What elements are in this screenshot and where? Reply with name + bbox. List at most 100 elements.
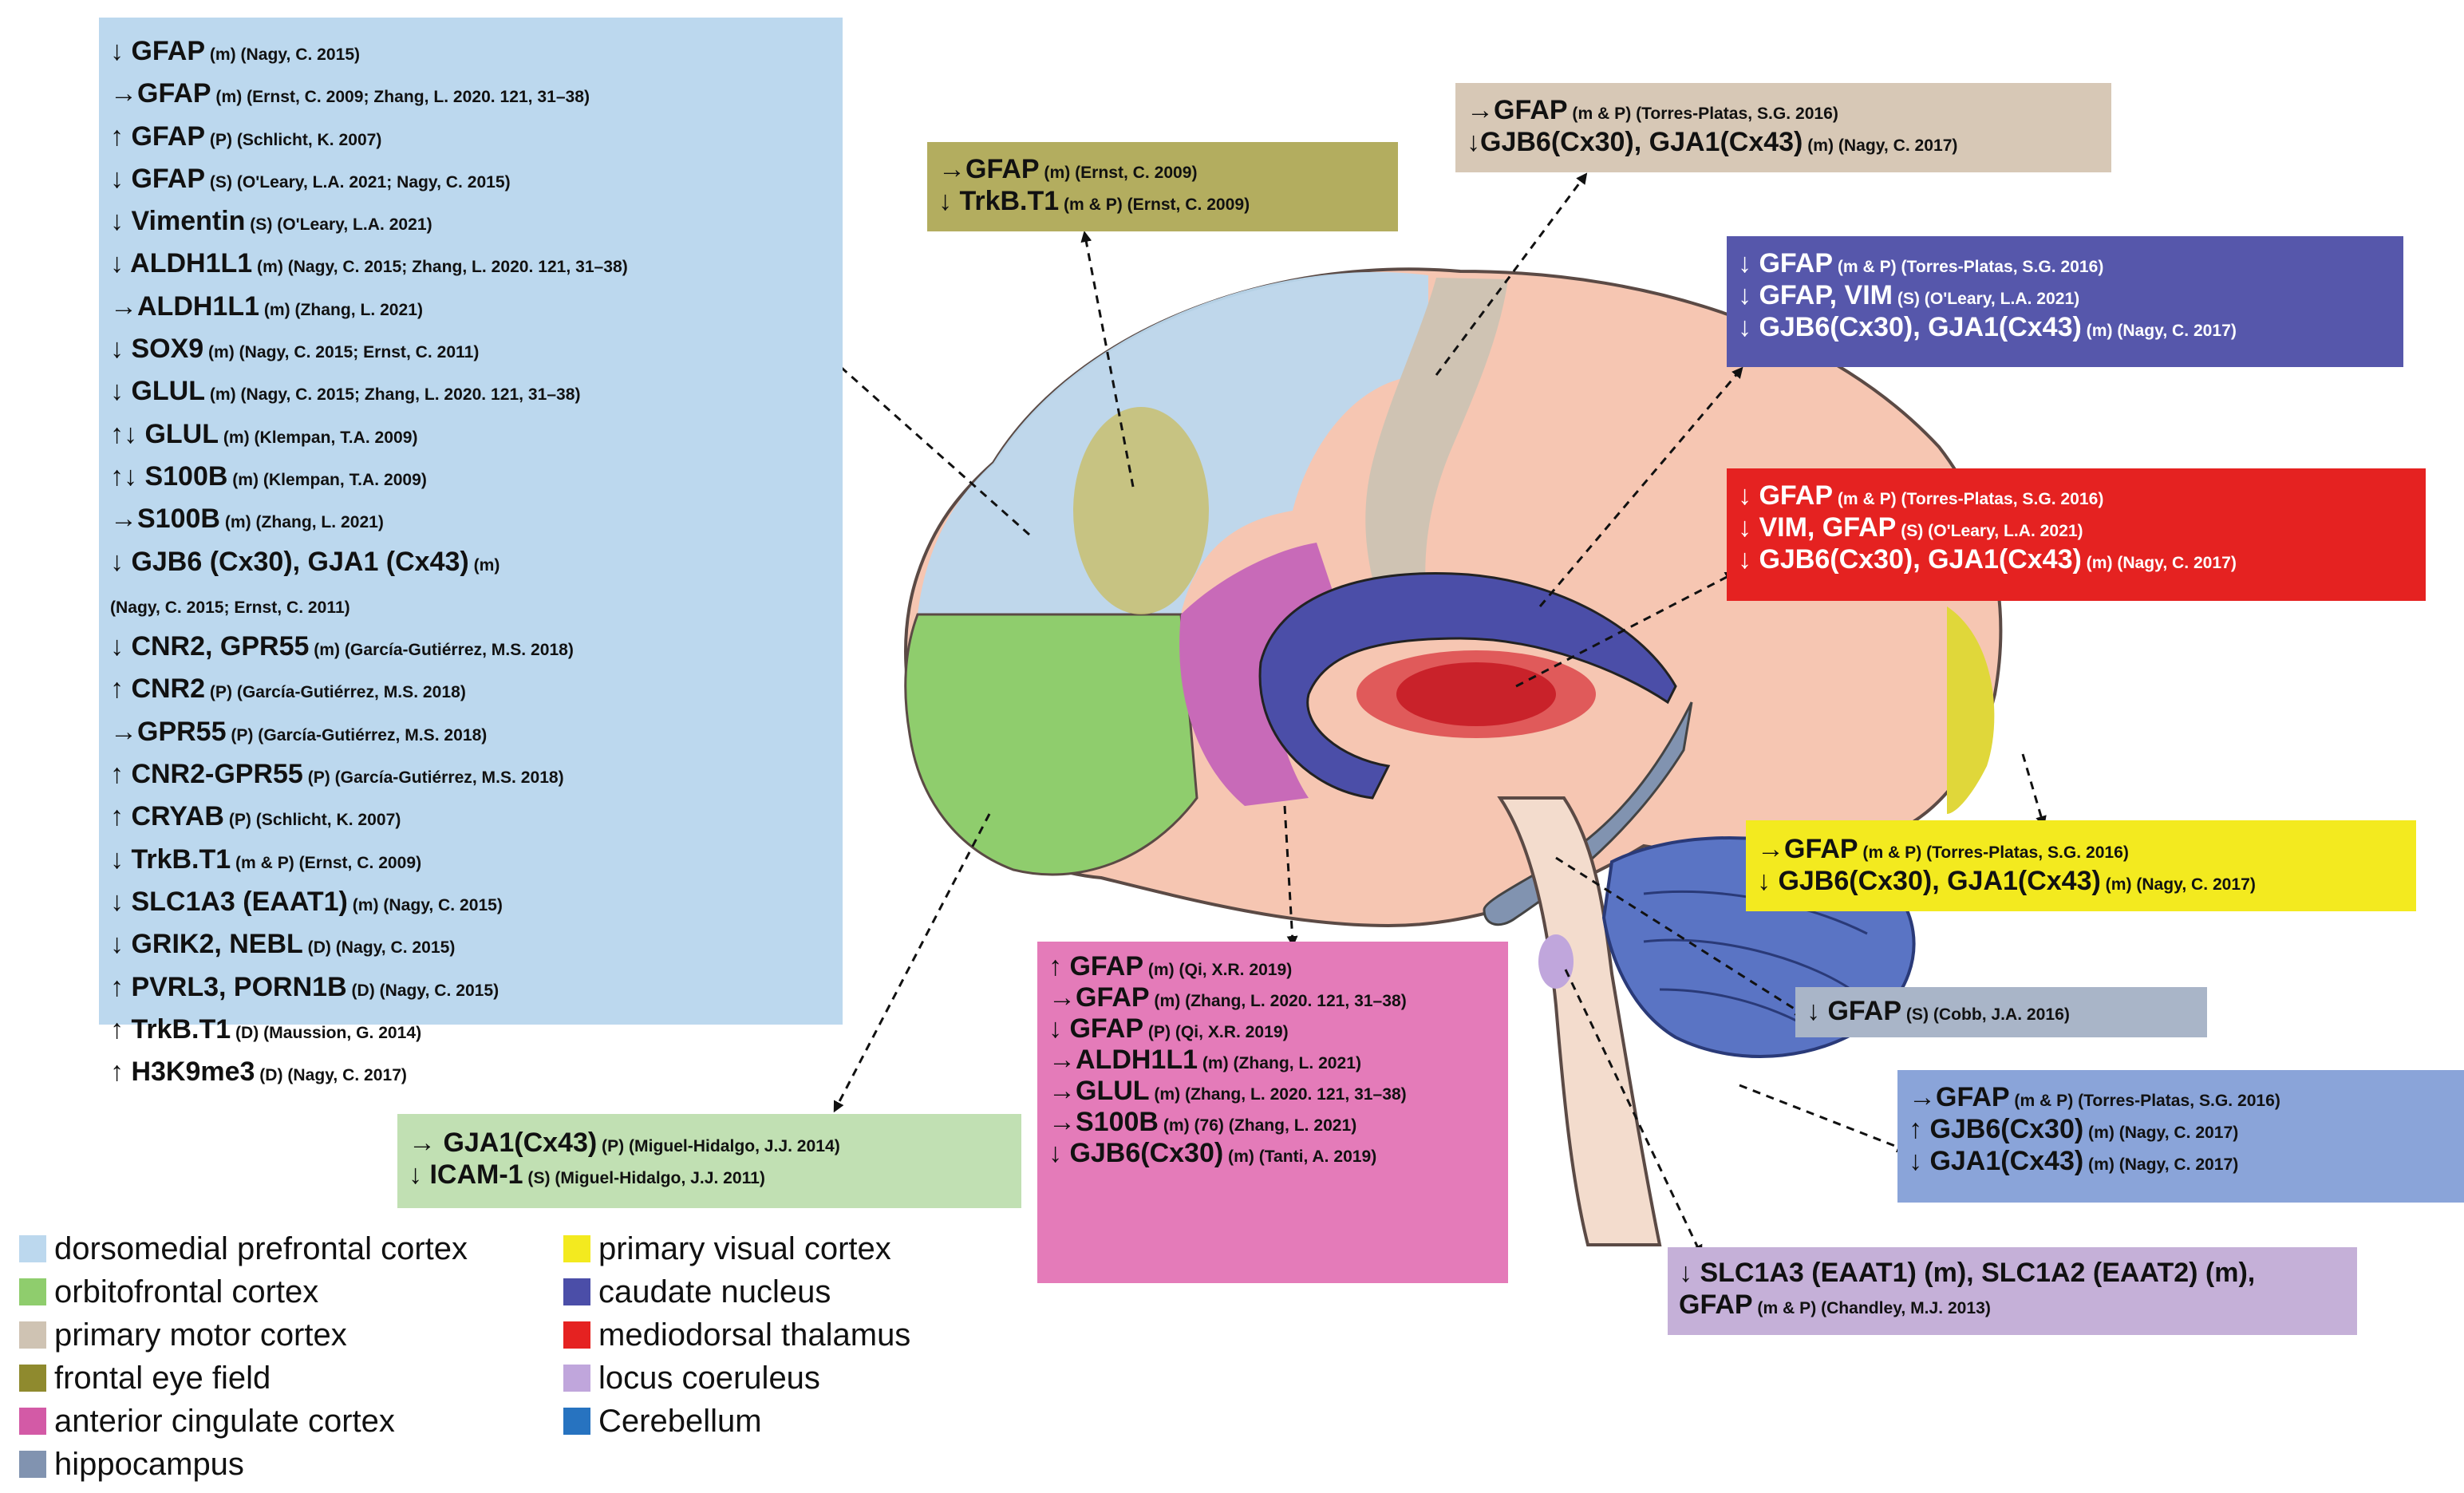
legend-label: primary motor cortex bbox=[54, 1317, 347, 1353]
legend-label: locus coeruleus bbox=[598, 1361, 820, 1396]
region-hippocampus bbox=[1483, 701, 1693, 926]
gene-label: →GFAP bbox=[110, 78, 211, 109]
gene-label: ↓ GFAP bbox=[1738, 480, 1834, 511]
legend-swatch bbox=[563, 1278, 590, 1305]
reference-label: (P) (Schlicht, K. 2007) bbox=[205, 130, 382, 149]
reference-label: (S) (O'Leary, L.A. 2021) bbox=[245, 215, 432, 235]
reference-label: (P) (Miguel-Hidalgo, J.J. 2014) bbox=[597, 1137, 840, 1155]
legend-swatch bbox=[563, 1365, 590, 1392]
box-primary-motor: →GFAP (m & P) (Torres-Platas, S.G. 2016)… bbox=[1455, 83, 2111, 172]
annotation-line: ↓ TrkB.T1 (m & P) (Ernst, C. 2009) bbox=[110, 840, 831, 883]
reference-label: (m & P) (Torres-Platas, S.G. 2016) bbox=[2009, 1092, 2280, 1110]
gene-label: ↓ ICAM-1 bbox=[409, 1159, 523, 1191]
box-orbitofrontal: → GJA1(Cx43) (P) (Miguel-Hidalgo, J.J. 2… bbox=[397, 1114, 1021, 1208]
arrow-visual bbox=[2021, 753, 2047, 827]
gene-label: ↓ GJB6(Cx30), GJA1(Cx43) bbox=[1738, 312, 2082, 343]
annotation-line: ↓ GFAP (P) (Qi, X.R. 2019) bbox=[1048, 1015, 1497, 1046]
region-lc bbox=[1538, 934, 1574, 989]
reference-label: (P) (García-Gutiérrez, M.S. 2018) bbox=[226, 725, 488, 745]
arrow-m1 bbox=[1435, 172, 1588, 376]
box-frontal-eye-field: →GFAP (m) (Ernst, C. 2009)↓ TrkB.T1 (m &… bbox=[927, 142, 1398, 231]
legend-swatch bbox=[563, 1408, 590, 1435]
annotation-line: ↓ CNR2, GPR55 (m) (García-Gutiérrez, M.S… bbox=[110, 627, 831, 669]
annotation-line: →GPR55 (P) (García-Gutiérrez, M.S. 2018) bbox=[110, 713, 831, 755]
gene-label: →S100B bbox=[110, 504, 220, 535]
gene-label: ↓ GRIK2, NEBL bbox=[110, 929, 303, 960]
reference-label: (D) (Maussion, G. 2014) bbox=[231, 1023, 422, 1042]
reference-label: (P) (Schlicht, K. 2007) bbox=[223, 811, 401, 830]
gene-label: →GFAP bbox=[1909, 1082, 2010, 1112]
legend-item: Cerebellum bbox=[563, 1400, 910, 1443]
arrow-thalamus bbox=[1515, 571, 1737, 688]
legend-swatch bbox=[563, 1235, 590, 1262]
gene-label: ↓ SLC1A3 (EAAT1) bbox=[110, 886, 348, 917]
annotation-line: ↓ SOX9 (m) (Nagy, C. 2015; Ernst, C. 201… bbox=[110, 330, 831, 372]
gene-label: →GFAP bbox=[1467, 95, 1568, 125]
annotation-line: →GFAP (m & P) (Torres-Platas, S.G. 2016) bbox=[1757, 833, 2405, 865]
gene-label: ↓ GFAP bbox=[110, 163, 206, 194]
reference-label: (m) (Zhang, L. 2021) bbox=[219, 513, 384, 532]
reference-label: (m) (Nagy, C. 2017) bbox=[2100, 875, 2256, 895]
gene-label: ↑ CRYAB bbox=[110, 801, 224, 832]
legend-item: locus coeruleus bbox=[563, 1357, 910, 1400]
gene-label: GFAP bbox=[1679, 1290, 1753, 1321]
reference-label: (m) (Qi, X.R. 2019) bbox=[1143, 961, 1293, 979]
arrow-ofc bbox=[833, 813, 991, 1113]
annotation-line: ↑ GJB6(Cx30) (m) (Nagy, C. 2017) bbox=[1909, 1113, 2453, 1145]
annotation-line: ↑ GFAP (m) (Qi, X.R. 2019) bbox=[1048, 953, 1497, 984]
gene-label: ↑ CNR2 bbox=[110, 673, 206, 705]
legend-item: dorsomedial prefrontal cortex bbox=[19, 1227, 468, 1270]
box-visual: →GFAP (m & P) (Torres-Platas, S.G. 2016)… bbox=[1746, 820, 2416, 911]
annotation-line: ↓ Vimentin (S) (O'Leary, L.A. 2021) bbox=[110, 202, 831, 244]
legend-swatch bbox=[19, 1408, 46, 1435]
reference-label: (m) (García-Gutiérrez, M.S. 2018) bbox=[309, 641, 574, 660]
reference-label: (P) (García-Gutiérrez, M.S. 2018) bbox=[205, 683, 466, 702]
legend-swatch bbox=[563, 1321, 590, 1349]
gene-label: ↑ PVRL3, PORN1B bbox=[110, 971, 347, 1002]
legend-label: primary visual cortex bbox=[598, 1231, 891, 1266]
reference-label: (D) (Nagy, C. 2015) bbox=[346, 981, 500, 1000]
reference-label: (m) (Zhang, L. 2021) bbox=[259, 300, 423, 319]
annotation-line: ↓ GFAP (m) (Nagy, C. 2015) bbox=[110, 32, 831, 74]
region-thalamus bbox=[1396, 662, 1556, 726]
arrow-cerebellum bbox=[1739, 1084, 1909, 1152]
legend-swatch bbox=[19, 1278, 46, 1305]
gene-label: ↓ GFAP bbox=[1048, 1013, 1144, 1044]
annotation-line: ↓ SLC1A3 (EAAT1) (m) (Nagy, C. 2015) bbox=[110, 883, 831, 925]
annotation-line: →GFAP (m & P) (Torres-Platas, S.G. 2016) bbox=[1909, 1081, 2453, 1113]
gene-label: ↓ GJB6(Cx30) bbox=[1048, 1138, 1224, 1168]
legend-item: mediodorsal thalamus bbox=[563, 1313, 910, 1357]
region-caudate bbox=[1258, 571, 1677, 800]
gene-label: ↓GJB6(Cx30), GJA1(Cx43) bbox=[1467, 127, 1803, 158]
annotation-line: ↑ CNR2-GPR55 (P) (García-Gutiérrez, M.S.… bbox=[110, 755, 831, 797]
annotation-line: ↓ GFAP, VIM (S) (O'Leary, L.A. 2021) bbox=[1738, 279, 2392, 311]
reference-label: (m) (Tanti, A. 2019) bbox=[1223, 1147, 1377, 1166]
reference-label: (m) (Zhang, L. 2021) bbox=[1198, 1054, 1361, 1072]
legend-swatch bbox=[19, 1235, 46, 1262]
legend-item: primary visual cortex bbox=[563, 1227, 910, 1270]
annotation-line: ↓ GLUL (m) (Nagy, C. 2015; Zhang, L. 202… bbox=[110, 372, 831, 414]
gene-label: →ALDH1L1 bbox=[110, 290, 260, 322]
box-cerebellum: →GFAP (m & P) (Torres-Platas, S.G. 2016)… bbox=[1897, 1070, 2464, 1203]
gene-label: ↑↓ GLUL bbox=[110, 418, 219, 449]
legend-label: Cerebellum bbox=[598, 1404, 762, 1439]
annotation-line: ↓ GFAP (S) (Cobb, J.A. 2016) bbox=[1807, 995, 2196, 1027]
annotation-line: →ALDH1L1 (m) (Zhang, L. 2021) bbox=[110, 287, 831, 330]
annotation-line: ↓ GJB6(Cx30), GJA1(Cx43) (m) (Nagy, C. 2… bbox=[1738, 311, 2392, 343]
reference-label: (m & P) (Chandley, M.J. 2013) bbox=[1752, 1299, 1991, 1318]
legend-swatch bbox=[19, 1451, 46, 1478]
annotation-line: GFAP (m & P) (Chandley, M.J. 2013) bbox=[1679, 1289, 2346, 1321]
legend-label: frontal eye field bbox=[54, 1361, 271, 1396]
gene-label: ↓ TrkB.T1 bbox=[938, 186, 1060, 217]
annotation-line: →GFAP (m) (Ernst, C. 2009) bbox=[938, 153, 1387, 185]
legend-label: hippocampus bbox=[54, 1447, 244, 1482]
gene-label: ↑ H3K9me3 bbox=[110, 1057, 255, 1088]
legend-label: dorsomedial prefrontal cortex bbox=[54, 1231, 468, 1266]
gene-label: ↓ SOX9 bbox=[110, 334, 204, 365]
legend-swatch bbox=[19, 1365, 46, 1392]
legend-swatch bbox=[19, 1321, 46, 1349]
annotation-line: ↓ SLC1A3 (EAAT1) (m), SLC1A2 (EAAT2) (m)… bbox=[1679, 1257, 2346, 1289]
annotation-line: ↓ ALDH1L1 (m) (Nagy, C. 2015; Zhang, L. … bbox=[110, 244, 831, 286]
annotation-line: ↑ CRYAB (P) (Schlicht, K. 2007) bbox=[110, 797, 831, 839]
